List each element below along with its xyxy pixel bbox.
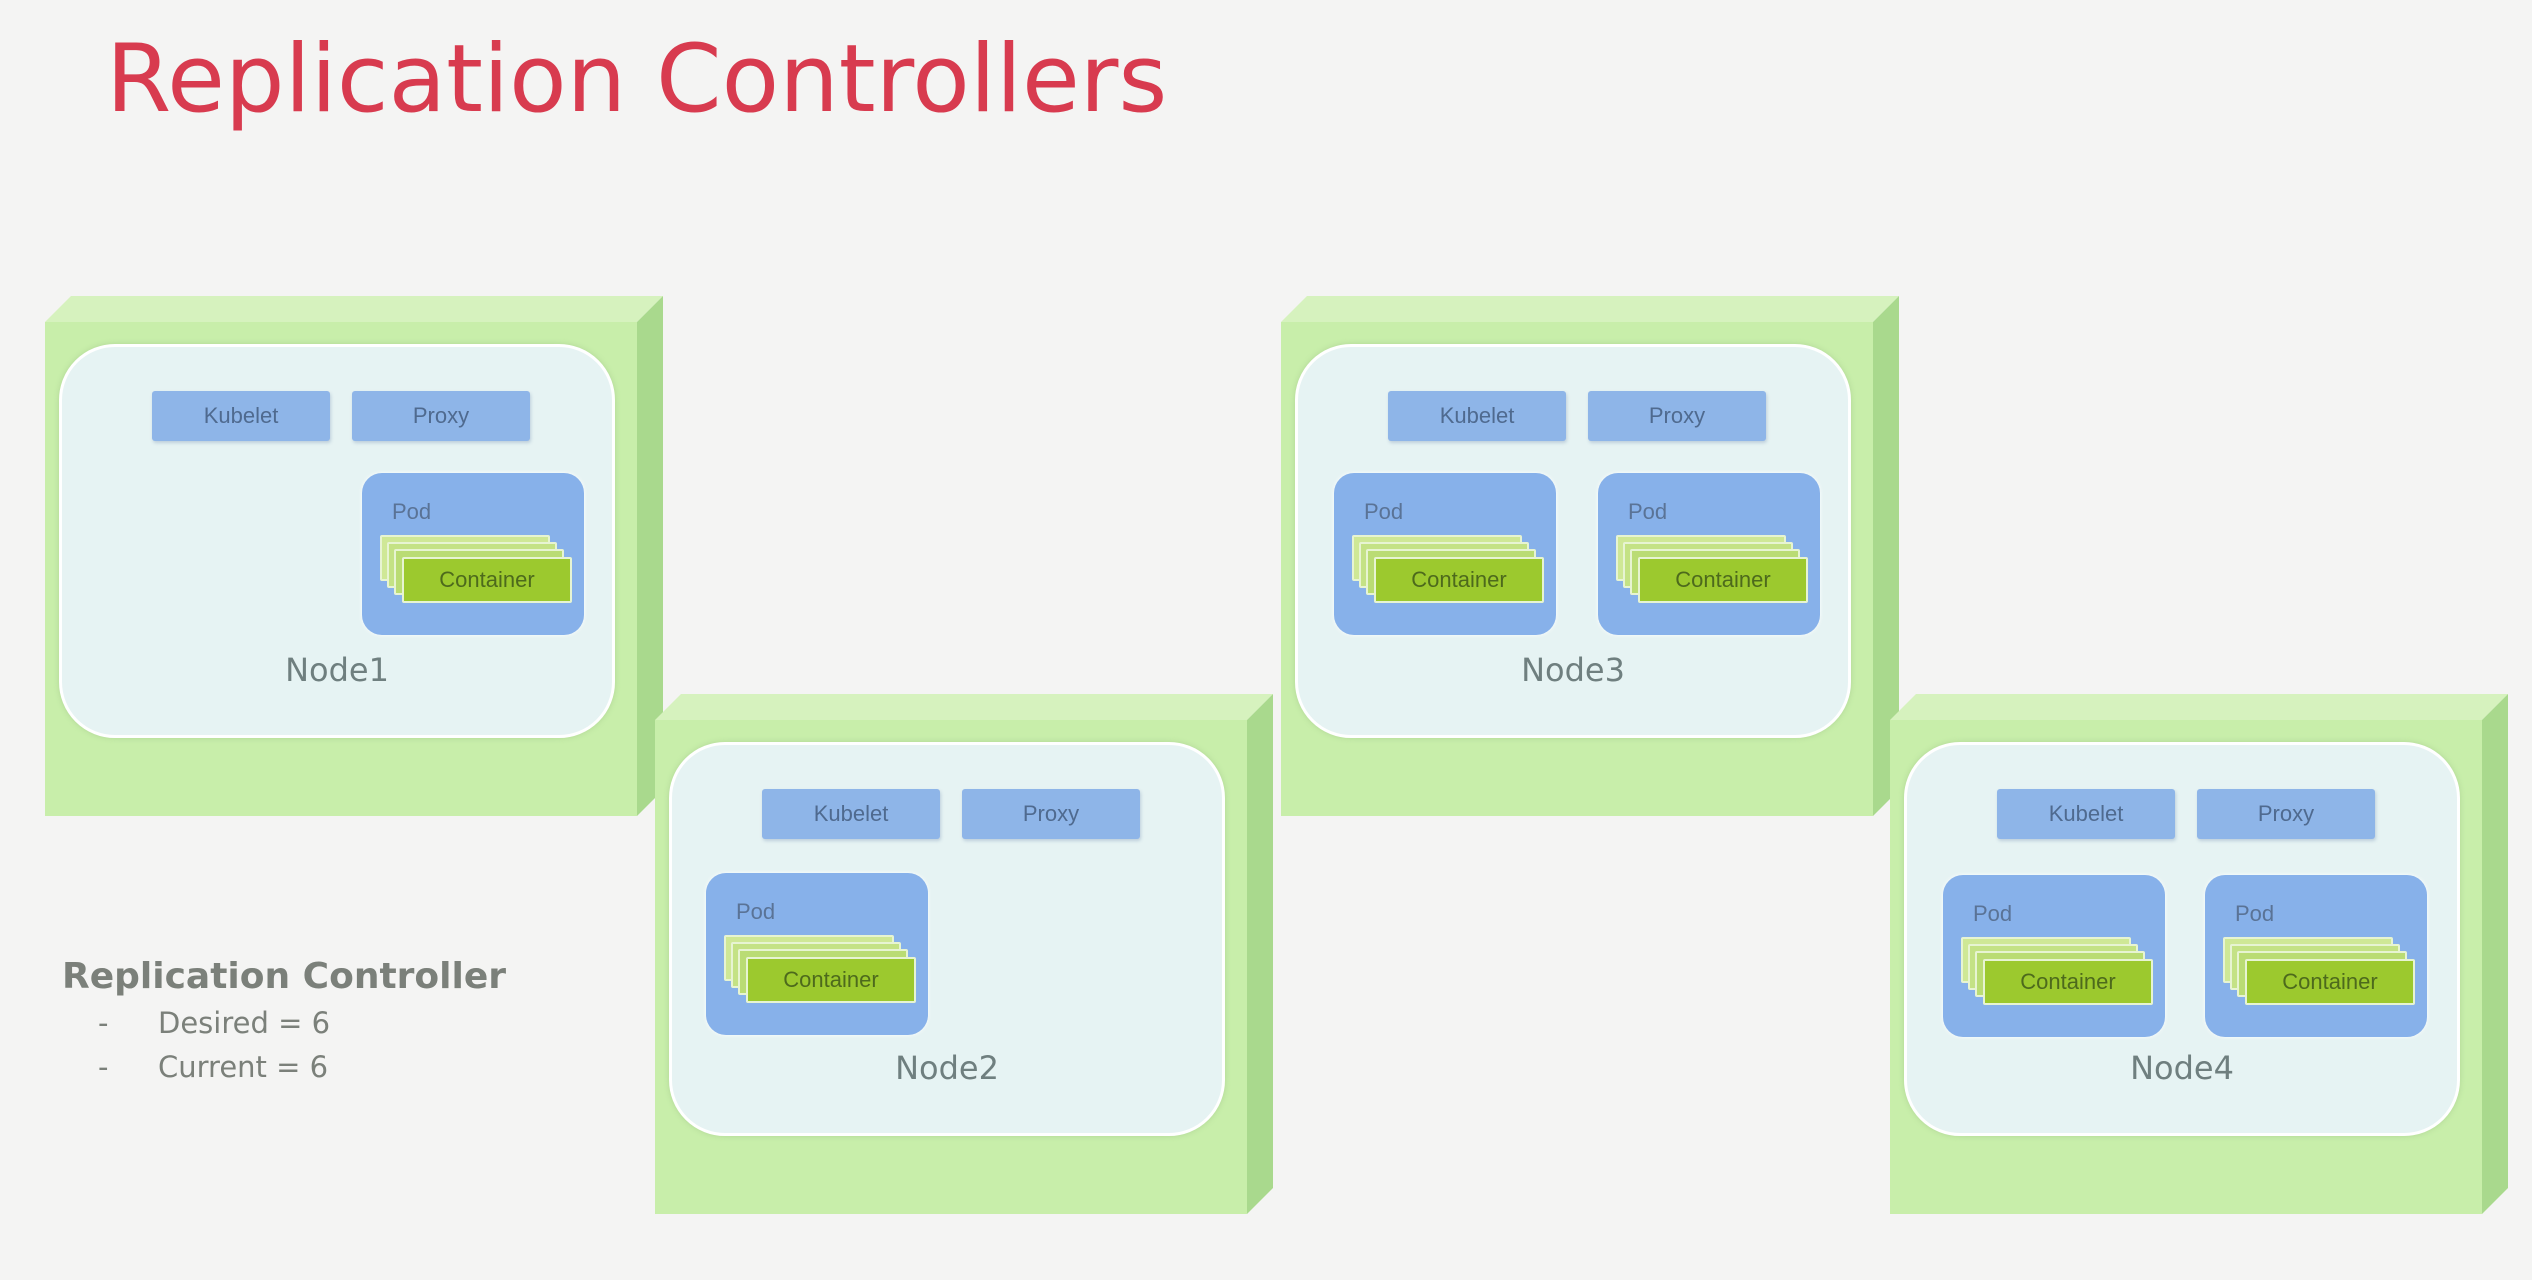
kubelet-box: Kubelet [1388, 391, 1566, 441]
pod-label: Pod [736, 899, 776, 924]
current-count-text: Current = 6 [158, 1050, 329, 1084]
pod-label: Pod [392, 499, 432, 524]
pod-label: Pod [2235, 901, 2275, 926]
node-label: Node4 [2130, 1049, 2234, 1087]
bullet-dash: - [98, 1050, 109, 1084]
pod: Pod Container [2205, 875, 2427, 1037]
node-inner-panel: Kubelet Proxy Pod Container Pod Containe… [1295, 344, 1851, 738]
container-box: Container [1374, 557, 1544, 603]
proxy-box: Proxy [1588, 391, 1766, 441]
node-2: Kubelet Proxy Pod Container Node2 [655, 694, 1273, 1214]
container-box: Container [1983, 959, 2153, 1005]
container-box: Container [1638, 557, 1808, 603]
pod: Pod Container [706, 873, 928, 1035]
node-cube-side [2482, 694, 2508, 1214]
node-cube-top [655, 694, 1273, 720]
container-box: Container [2245, 959, 2415, 1005]
replication-controller-status: Replication Controller - Desired = 6 - C… [62, 956, 506, 1089]
pod: Pod Container [1943, 875, 2165, 1037]
desired-count-text: Desired = 6 [158, 1006, 331, 1040]
pod: Pod Container [362, 473, 584, 635]
proxy-box: Proxy [2197, 789, 2375, 839]
node-4: Kubelet Proxy Pod Container Pod Containe… [1890, 694, 2508, 1214]
kubelet-box: Kubelet [1997, 789, 2175, 839]
replication-controller-title: Replication Controller [62, 956, 506, 997]
node-3: Kubelet Proxy Pod Container Pod Containe… [1281, 296, 1899, 816]
node-cube-top [1281, 296, 1899, 322]
kubelet-box: Kubelet [762, 789, 940, 839]
node-inner-panel: Kubelet Proxy Pod Container Node2 [669, 742, 1225, 1136]
container-box: Container [402, 557, 572, 603]
node-label: Node2 [895, 1049, 999, 1087]
pod-label: Pod [1364, 499, 1404, 524]
kubelet-box: Kubelet [152, 391, 330, 441]
node-inner-panel: Kubelet Proxy Pod Container Pod Containe… [1904, 742, 2460, 1136]
pod: Pod Container [1598, 473, 1820, 635]
replication-controller-list: - Desired = 6 - Current = 6 [62, 1001, 506, 1089]
proxy-box: Proxy [962, 789, 1140, 839]
pod: Pod Container [1334, 473, 1556, 635]
bullet-dash: - [98, 1006, 109, 1040]
proxy-box: Proxy [352, 391, 530, 441]
pod-label: Pod [1973, 901, 2013, 926]
node-cube-side [1247, 694, 1273, 1214]
current-count-item: - Current = 6 [62, 1045, 506, 1089]
node-label: Node3 [1521, 651, 1625, 689]
container-box: Container [746, 957, 916, 1003]
node-label: Node1 [285, 651, 389, 689]
pod-label: Pod [1628, 499, 1668, 524]
node-cube-top [1890, 694, 2508, 720]
desired-count-item: - Desired = 6 [62, 1001, 506, 1045]
node-1: Kubelet Proxy Pod Container Node1 [45, 296, 663, 816]
node-cube-top [45, 296, 663, 322]
slide-title: Replication Controllers [106, 25, 1168, 134]
node-inner-panel: Kubelet Proxy Pod Container Node1 [59, 344, 615, 738]
